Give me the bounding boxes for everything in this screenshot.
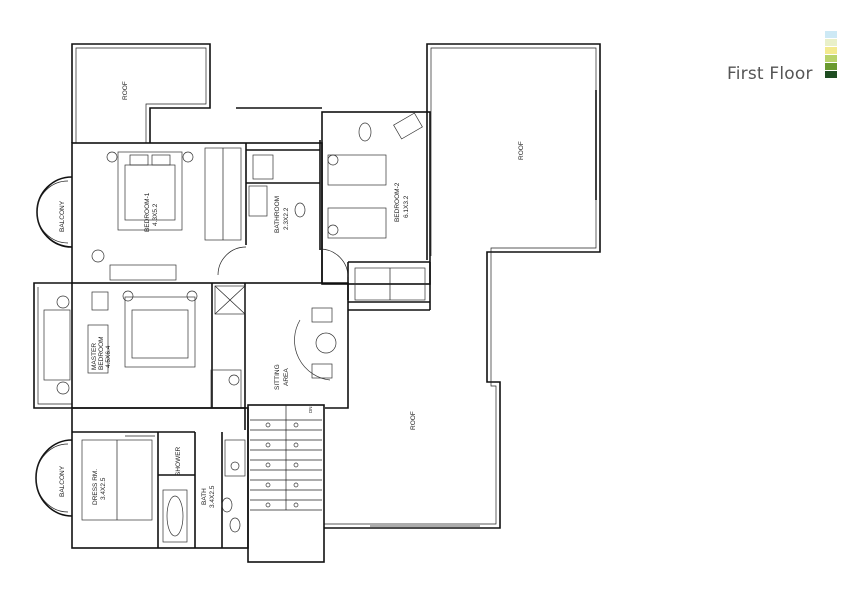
label-roof-right: ROOF [518,141,525,160]
label-bathroom: BATHROOM [274,196,281,233]
label-bedroom1-size: 4.3X5.2 [152,203,159,226]
legend-swatch-3 [825,47,837,54]
master-furniture [43,290,242,409]
label-stair-dn: DN [308,407,313,414]
label-bath-size: 3.4X2.5 [209,485,216,508]
legend-swatch-5 [825,63,837,70]
label-dress-size: 3.4X2.5 [100,477,107,500]
label-master-size: 4.5X6.4 [105,345,112,368]
label-dress-room: DRESS RM. [92,469,99,505]
label-bath: BATH [201,488,208,505]
label-bedroom1: BEDROOM-1 [144,192,151,232]
sitting-area-furniture [294,307,337,381]
legend-swatch-1 [825,31,837,38]
upper-block [71,107,431,311]
bedroom2-furniture [327,112,426,301]
roof-top-left [71,43,211,143]
label-master: MASTER [91,343,98,370]
lower-block [71,407,249,549]
label-roof-lower: ROOF [410,411,417,430]
roof-right [324,43,601,529]
label-sitting: SITTING [274,364,281,390]
label-shower: SHOWER [175,446,182,476]
label-bedroom2: BEDROOM-2 [394,182,401,222]
label-bathroom-size: 2.3X2.2 [283,207,290,230]
balcony-top [36,176,73,248]
door-swing-2 [319,248,349,278]
balcony-bottom [35,439,73,517]
staircase [247,404,325,563]
floor-title: First Floor [727,64,813,84]
bedroom1-furniture [91,147,242,281]
label-balcony-bottom: BALCONY [59,465,66,497]
label-balcony-top: BALCONY [59,200,66,232]
legend-swatch-4 [825,55,837,62]
legend-swatch-2 [825,39,837,46]
label-bedroom2-size: 6.1X3.2 [403,195,410,218]
label-roof-top-left: ROOF [122,81,129,100]
color-legend [825,31,837,79]
legend-swatch-6 [825,71,837,78]
bathroom-fixtures [248,154,306,218]
label-sitting-line2: AREA [283,368,290,386]
door-swing-1 [217,246,247,276]
label-master-line2: BEDROOM [98,336,105,370]
